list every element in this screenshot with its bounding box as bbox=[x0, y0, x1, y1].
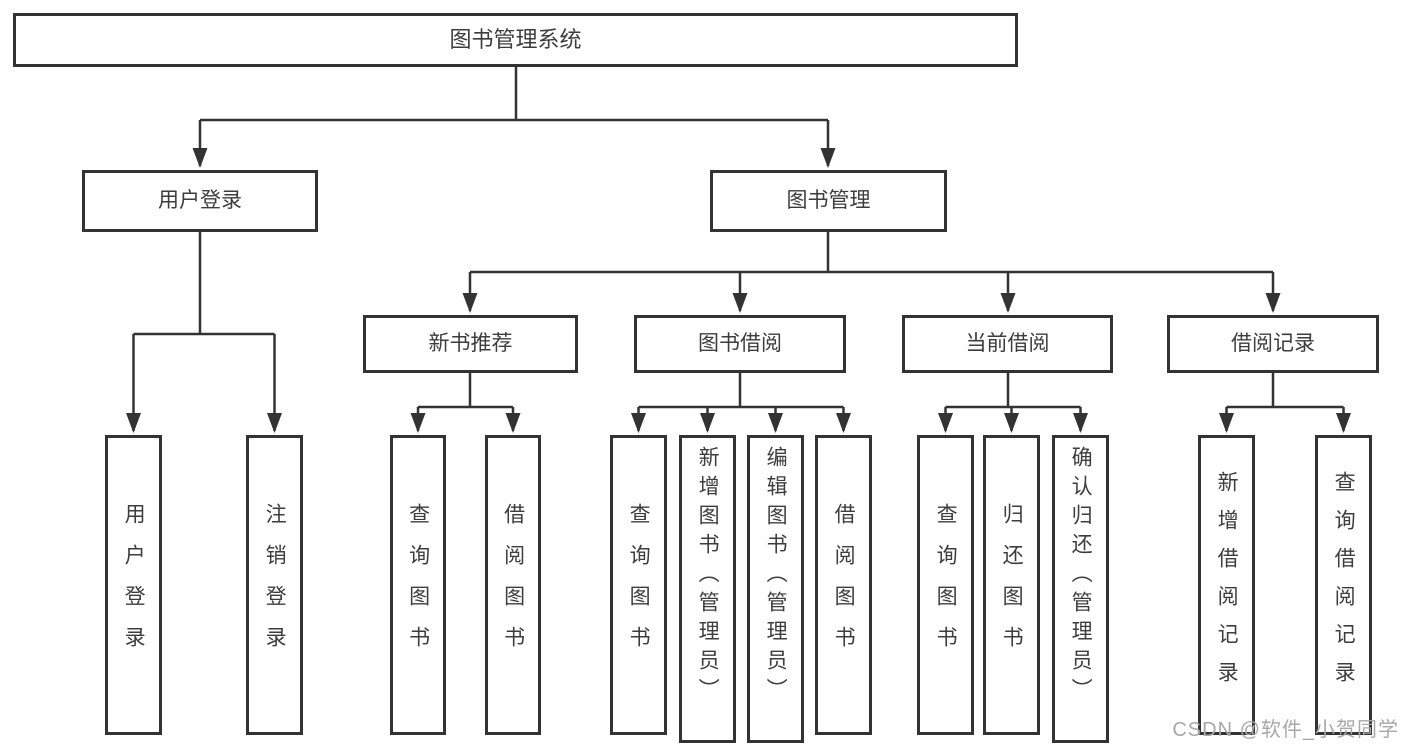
connector-book-management-children bbox=[462, 232, 1281, 313]
node-borrow-records: 借阅记录 bbox=[1167, 315, 1379, 373]
node-label: 查询图书 bbox=[934, 503, 958, 667]
node-label: 新增图书（管理员） bbox=[696, 446, 720, 707]
node-label: 新增借阅记录 bbox=[1215, 471, 1239, 699]
node-leaf-logout: 注销登录 bbox=[246, 435, 303, 735]
node-label: 确认归还（管理员） bbox=[1069, 446, 1093, 707]
node-label: 图书管理系统 bbox=[449, 26, 582, 52]
node-leaf-query-books-current: 查询图书 bbox=[917, 435, 974, 735]
node-label: 借阅记录 bbox=[1231, 332, 1315, 356]
connector-borrow-records-children bbox=[1219, 373, 1351, 433]
node-label: 归还图书 bbox=[1000, 503, 1024, 667]
node-label: 用户登录 bbox=[122, 503, 146, 667]
node-leaf-return-books: 归还图书 bbox=[983, 435, 1040, 735]
node-leaf-borrow-books: 借阅图书 bbox=[815, 435, 872, 735]
node-leaf-user-login: 用户登录 bbox=[105, 435, 162, 735]
node-label: 查询图书 bbox=[406, 503, 430, 667]
node-library-management-system: 图书管理系统 bbox=[13, 13, 1018, 67]
node-label: 借阅图书 bbox=[832, 503, 856, 667]
node-label: 编辑图书（管理员） bbox=[764, 446, 788, 707]
node-label: 借阅图书 bbox=[501, 503, 525, 667]
node-leaf-confirm-return-admin: 确认归还（管理员） bbox=[1052, 435, 1109, 743]
node-label: 查询图书 bbox=[627, 503, 651, 667]
node-leaf-query-books-borrowing: 查询图书 bbox=[610, 435, 667, 735]
connector-user-login-children bbox=[126, 232, 282, 433]
connector-book-borrowing-children bbox=[631, 373, 851, 433]
connector-root-to-level2 bbox=[192, 67, 836, 168]
node-label: 图书管理 bbox=[786, 189, 871, 213]
node-leaf-edit-books-admin: 编辑图书（管理员） bbox=[747, 435, 804, 743]
node-label: 当前借阅 bbox=[965, 332, 1050, 356]
csdn-watermark: CSDN @软件_小贺同学 bbox=[1172, 719, 1399, 741]
node-book-management: 图书管理 bbox=[710, 170, 947, 232]
node-label: 查询借阅记录 bbox=[1332, 471, 1356, 699]
node-leaf-add-borrow-record: 新增借阅记录 bbox=[1198, 435, 1255, 735]
node-leaf-query-borrow-record: 查询借阅记录 bbox=[1315, 435, 1372, 735]
node-label: 图书借阅 bbox=[698, 332, 782, 356]
node-label: 新书推荐 bbox=[428, 332, 513, 356]
node-user-login: 用户登录 bbox=[82, 170, 318, 232]
node-book-borrowing: 图书借阅 bbox=[634, 315, 846, 373]
connector-new-book-children bbox=[410, 373, 521, 433]
node-new-book-recommendation: 新书推荐 bbox=[363, 315, 578, 373]
node-label: 用户登录 bbox=[158, 189, 242, 213]
node-leaf-add-books-admin: 新增图书（管理员） bbox=[679, 435, 736, 743]
node-label: 注销登录 bbox=[263, 503, 287, 667]
connector-current-borrowing-children bbox=[938, 373, 1088, 433]
node-leaf-borrow-books-recommend: 借阅图书 bbox=[485, 435, 541, 735]
node-current-borrowing: 当前借阅 bbox=[902, 315, 1113, 373]
node-leaf-query-books-recommend: 查询图书 bbox=[390, 435, 446, 735]
